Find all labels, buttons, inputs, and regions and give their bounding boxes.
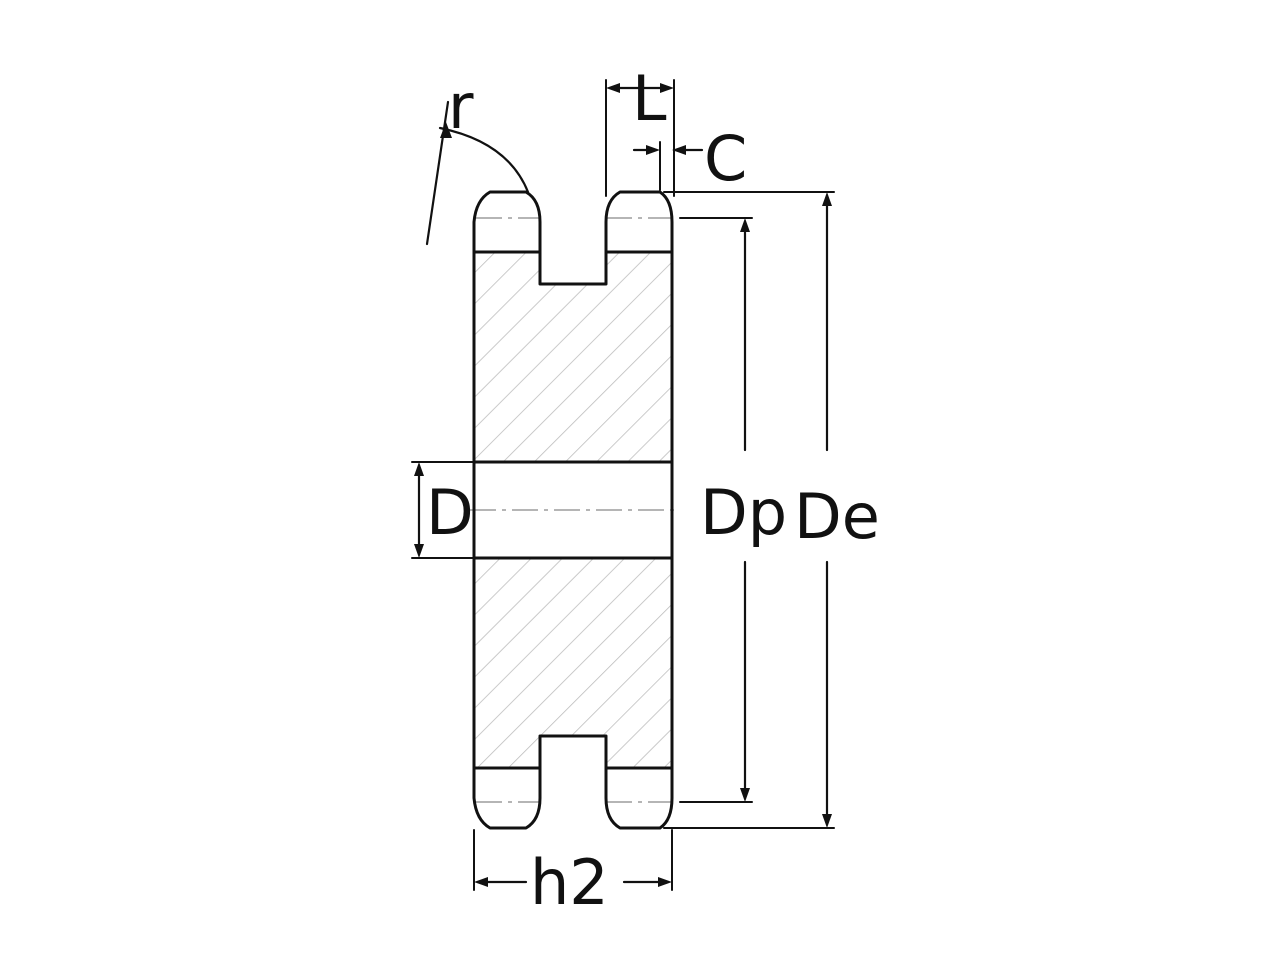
label-dp: Dp — [700, 476, 787, 549]
label-l: L — [632, 62, 667, 135]
c-dimension — [632, 141, 704, 191]
radius-r-dimension — [425, 100, 530, 246]
label-c: C — [704, 122, 747, 195]
label-r: r — [448, 70, 474, 143]
label-d: D — [426, 476, 474, 549]
lower-hatch-region — [474, 558, 672, 768]
l-dimension — [605, 79, 675, 197]
de-dimension — [663, 191, 835, 829]
dp-dimension — [679, 217, 753, 803]
sprocket-outline — [472, 190, 674, 830]
upper-hatch-region — [474, 252, 672, 462]
h2-dimension — [473, 829, 673, 891]
label-h2: h2 — [530, 846, 609, 919]
label-de: De — [794, 480, 880, 553]
d-dimension — [411, 461, 475, 559]
center-lines — [470, 217, 676, 803]
